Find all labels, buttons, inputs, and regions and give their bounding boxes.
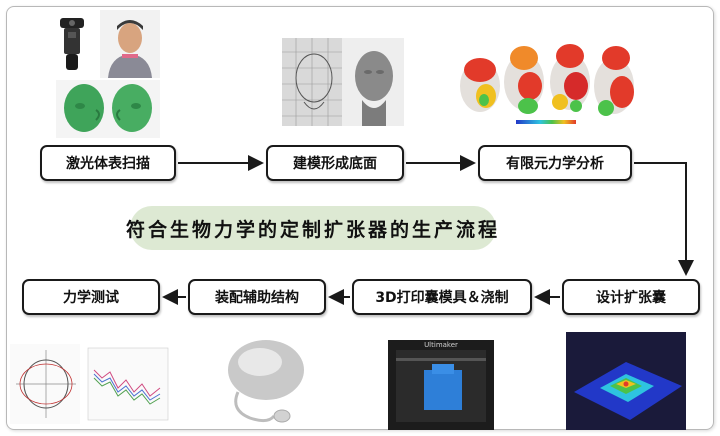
step-laser-scan: 激光体表扫描 [40, 145, 176, 181]
green-scanned-heads-image [56, 80, 160, 138]
scanned-person-photo [100, 10, 160, 78]
process-title-banner: 符合生物力学的定制扩张器的生产流程 [126, 206, 497, 250]
step-assembly: 装配辅助结构 [188, 279, 326, 315]
step-testing-label: 力学测试 [63, 290, 119, 306]
head-model-render-image [282, 38, 404, 126]
printer-brand-label: Ultimaker [424, 341, 458, 349]
step-modeling-label: 建模形成底面 [293, 156, 377, 172]
step-fea: 有限元力学分析 [478, 145, 632, 181]
laser-scanner-image [60, 18, 84, 70]
step-design: 设计扩张囊 [562, 279, 700, 315]
step-fea-label: 有限元力学分析 [506, 156, 604, 172]
step-testing: 力学测试 [22, 279, 160, 315]
arrow-fea-to-design [634, 162, 694, 276]
figure-frame [6, 6, 714, 430]
step-design-label: 设计扩张囊 [596, 290, 666, 306]
step-printing: 3D打印囊模具＆浇制 [352, 279, 532, 315]
mechanical-test-plots-image [10, 344, 169, 424]
step-modeling: 建模形成底面 [266, 145, 404, 181]
expander-fea-result-image [566, 332, 686, 430]
fea-stress-heads-image [460, 44, 634, 124]
process-title: 符合生物力学的定制扩张器的生产流程 [126, 218, 501, 241]
tissue-expander-image [228, 340, 304, 423]
3d-printer-image: Ultimaker [386, 336, 496, 430]
step-printing-label: 3D打印囊模具＆浇制 [375, 290, 509, 306]
step-laser-scan-label: 激光体表扫描 [66, 156, 150, 172]
step-assembly-label: 装配辅助结构 [215, 290, 299, 306]
